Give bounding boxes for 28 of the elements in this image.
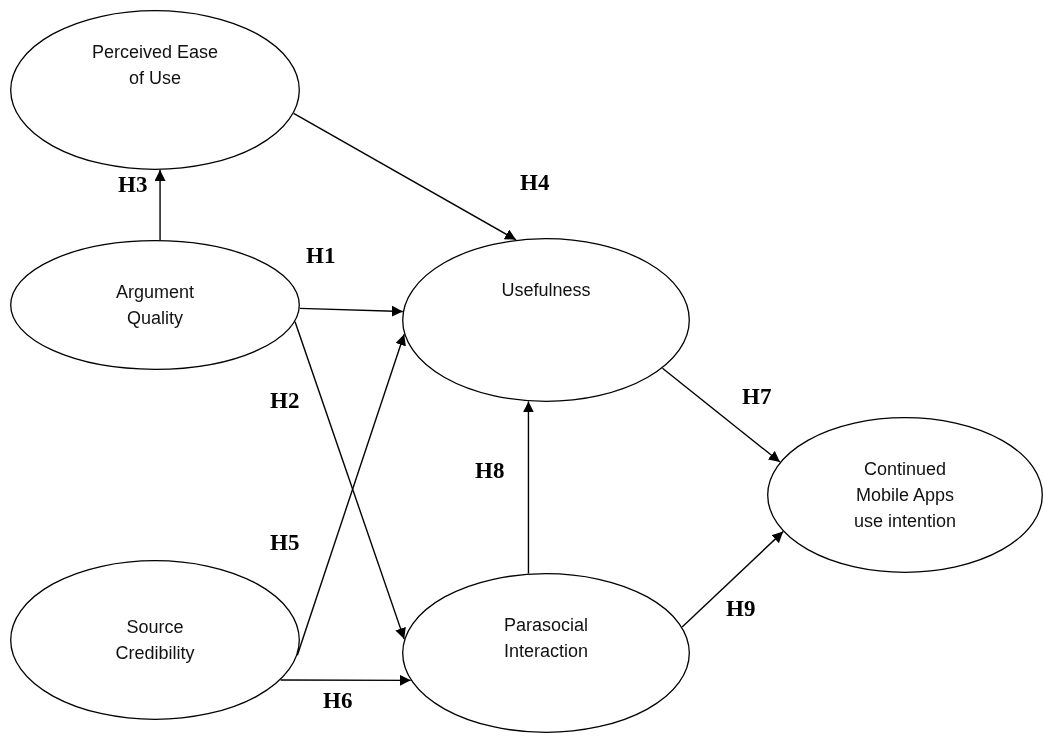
construct-ellipse: [10, 240, 300, 370]
construct-ellipse: [10, 560, 300, 720]
arrow: [522, 400, 534, 575]
construct-ellipse: [767, 417, 1043, 573]
hypothesis-label: H7: [742, 384, 772, 410]
arrow: [292, 112, 517, 241]
construct-label: Argument Quality: [114, 280, 195, 330]
construct-ellipse: [10, 10, 300, 170]
construct-label: Continued Mobile Apps use intention: [852, 457, 958, 534]
arrow: [279, 674, 412, 686]
hypothesis-label: H8: [475, 458, 505, 484]
construct-ellipse: [402, 238, 690, 402]
construct-label: Source Credibility: [114, 615, 196, 665]
construct-label: Parasocial Interaction: [502, 613, 590, 663]
hypothesis-label: H6: [323, 688, 353, 714]
arrow: [154, 169, 166, 241]
arrow: [681, 530, 784, 628]
hypothesis-label: H4: [520, 170, 550, 196]
construct-ellipse: [402, 573, 690, 733]
hypothesis-label: H9: [726, 596, 756, 622]
hypothesis-label: H3: [118, 172, 148, 198]
arrow: [299, 305, 404, 317]
hypothesis-label: H1: [306, 243, 336, 269]
hypothesis-label: H2: [270, 388, 300, 414]
arrow: [661, 367, 781, 463]
construct-label: Perceived Ease of Use: [90, 40, 220, 90]
construct-label: Usefulness: [500, 278, 592, 302]
hypothesis-label: H5: [270, 530, 300, 556]
